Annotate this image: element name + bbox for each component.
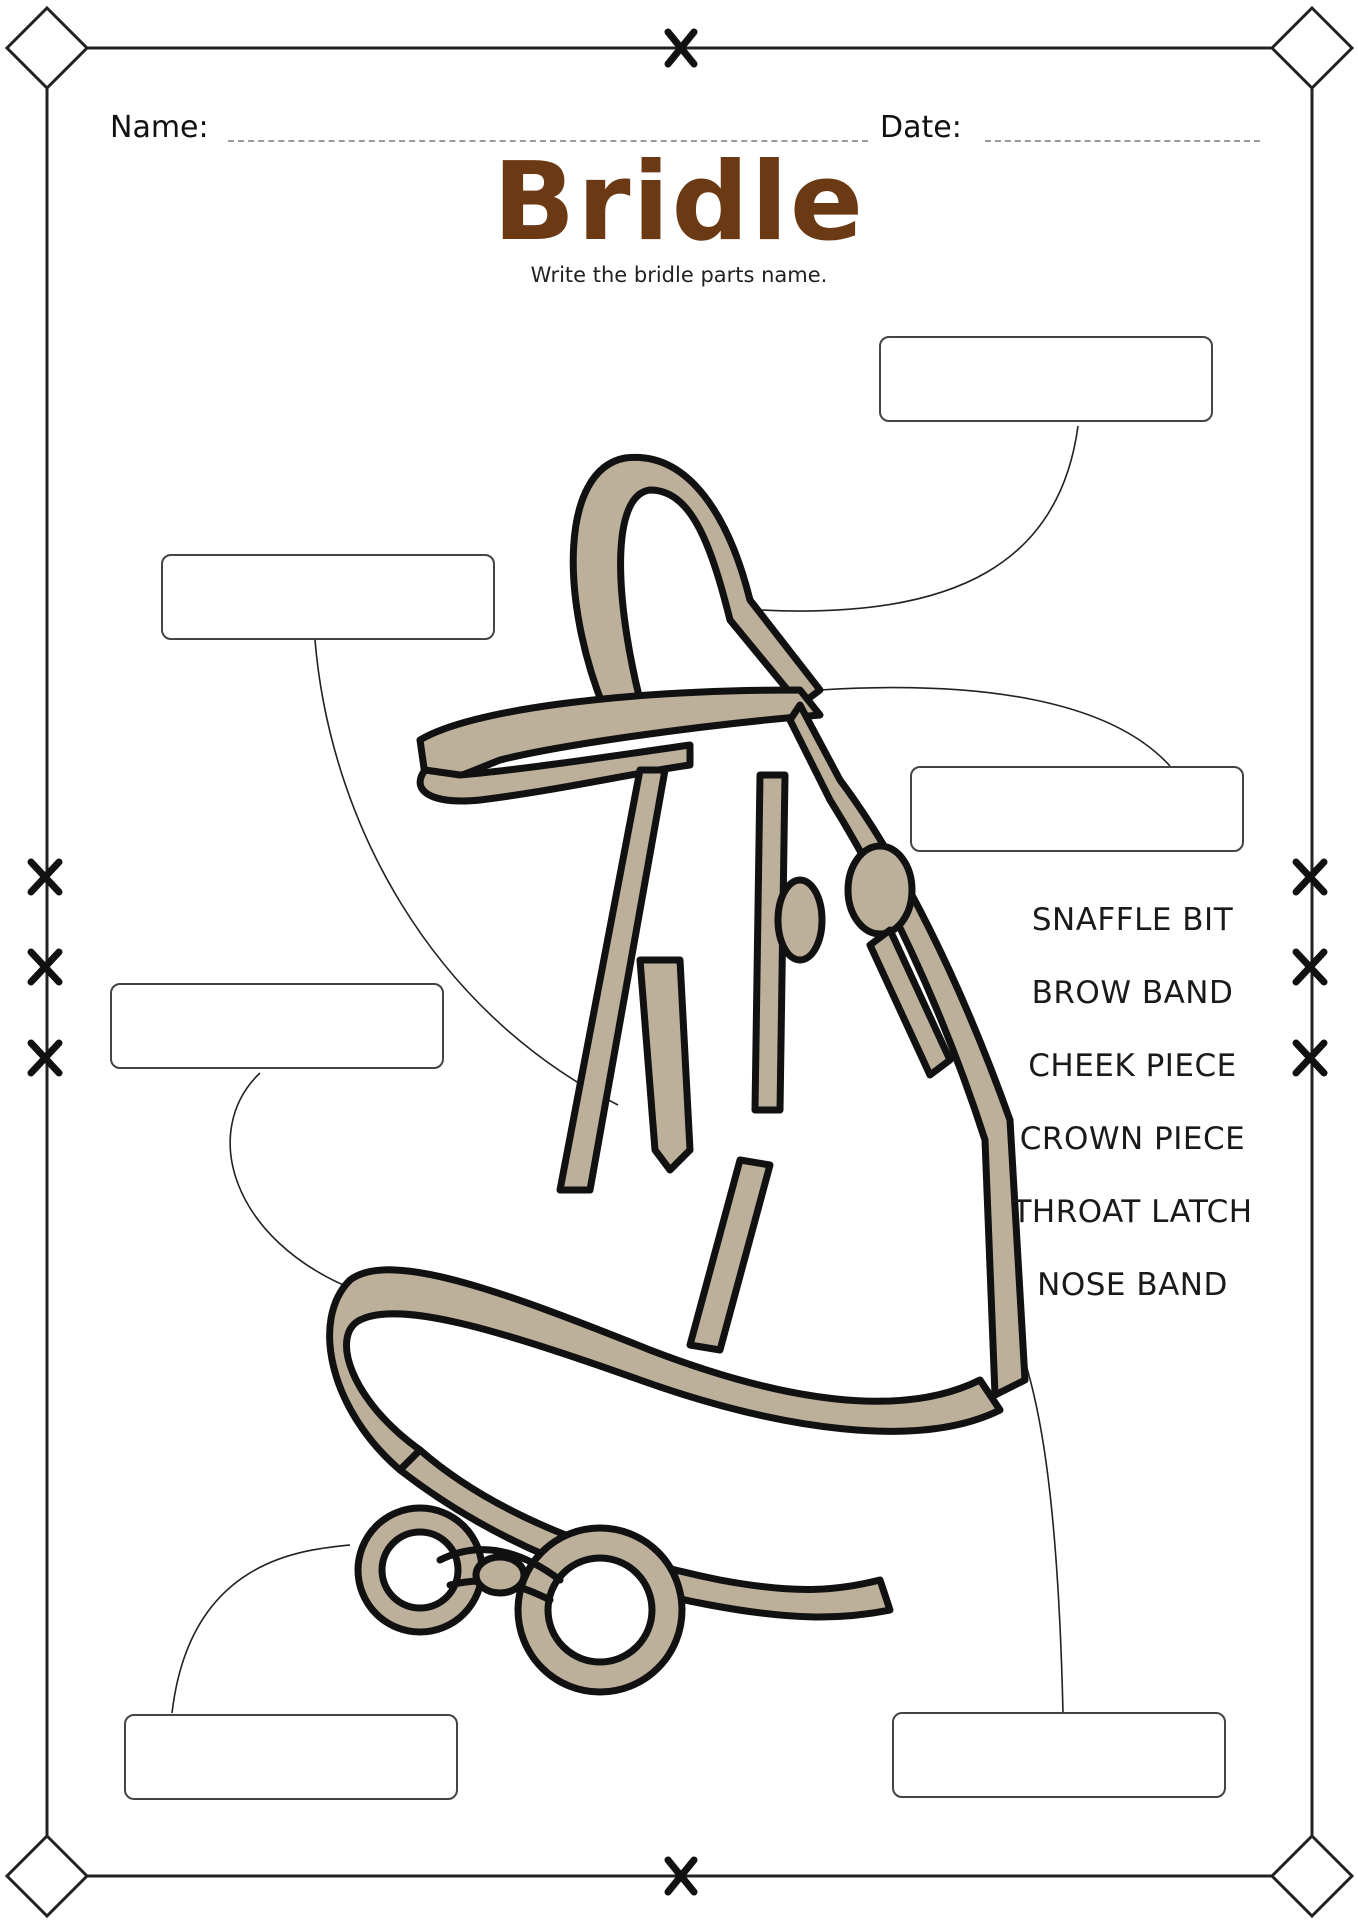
date-label: Date: (880, 110, 962, 145)
answer-box-crown[interactable] (879, 336, 1213, 422)
answer-box-brow[interactable] (161, 554, 495, 640)
word-bank-item: THROAT LATCH (1012, 1194, 1253, 1230)
answer-box-bit[interactable] (124, 1714, 458, 1800)
corner-diamond-icon (4, 5, 1355, 1919)
page-title: Bridle (492, 140, 866, 265)
word-bank-item: SNAFFLE BIT (1031, 902, 1234, 938)
word-bank: SNAFFLE BIT BROW BAND CHEEK PIECE CROWN … (1000, 895, 1265, 1333)
word-bank-item: CHEEK PIECE (1028, 1048, 1237, 1084)
instruction-text: Write the bridle parts name. (530, 263, 828, 287)
word-bank-item: NOSE BAND (1037, 1267, 1228, 1303)
word-bank-item: BROW BAND (1031, 975, 1234, 1011)
answer-box-cheek[interactable] (110, 983, 444, 1069)
name-line[interactable] (228, 140, 868, 142)
word-bank-item: CROWN PIECE (1019, 1121, 1246, 1157)
answer-box-nose[interactable] (892, 1712, 1226, 1798)
name-label: Name: (110, 110, 209, 145)
stitch-x-icon (27, 28, 1328, 1896)
answer-box-throat[interactable] (910, 766, 1244, 852)
header-row: Name: Date: (110, 110, 1260, 150)
date-line[interactable] (985, 140, 1260, 142)
